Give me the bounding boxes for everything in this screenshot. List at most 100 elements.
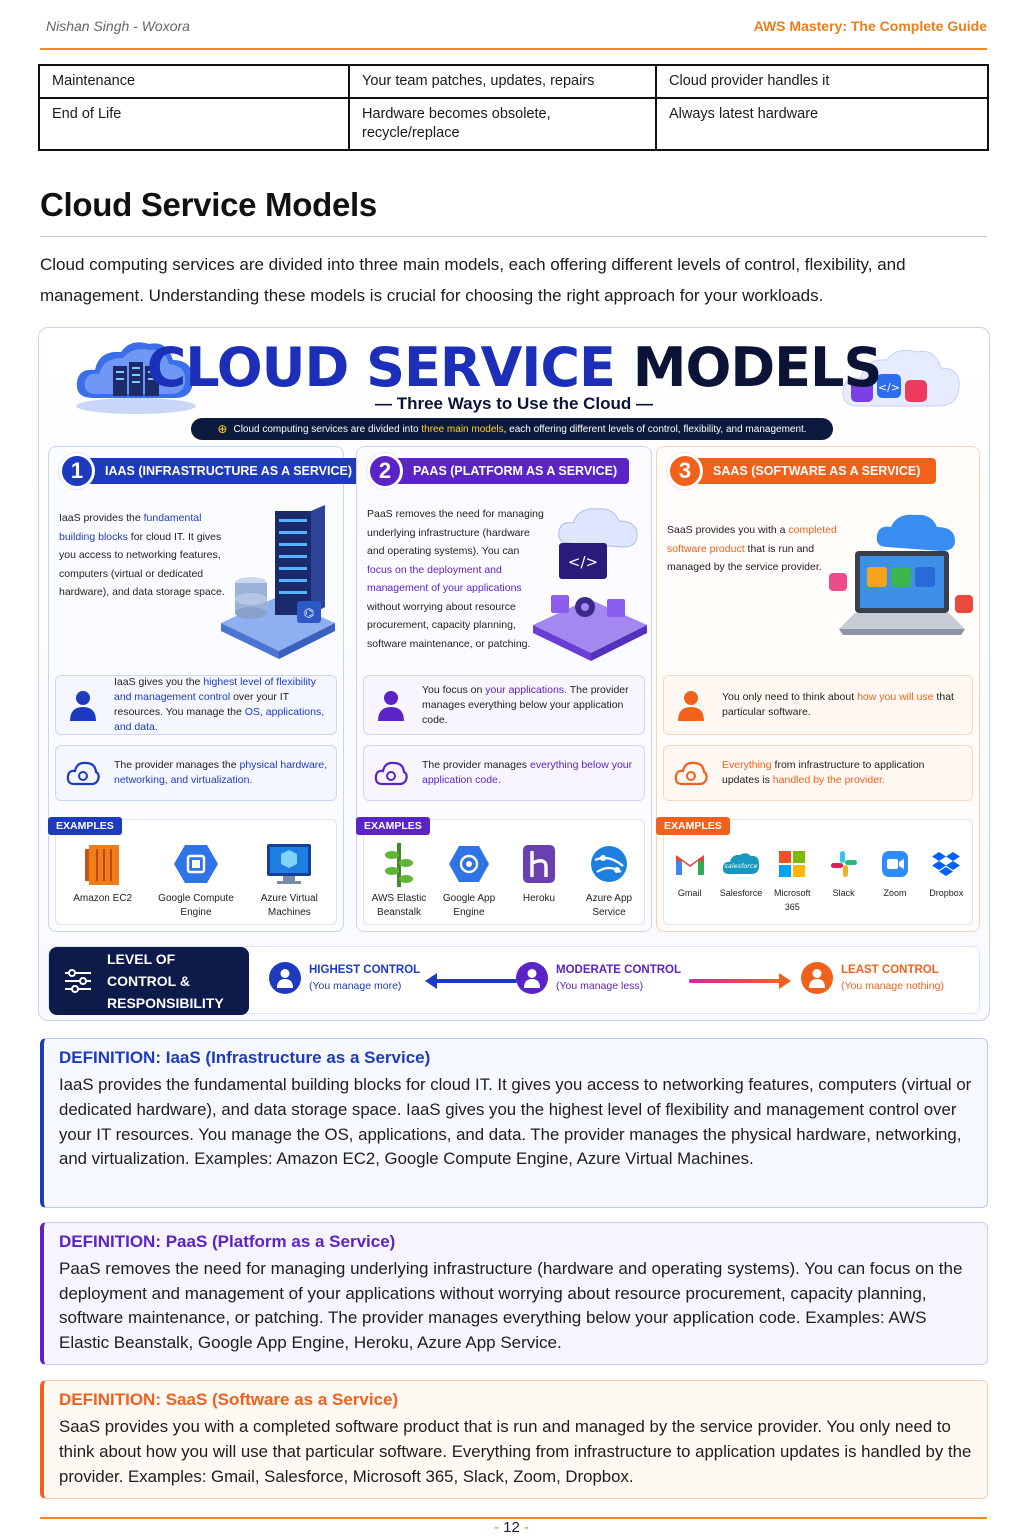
control-label: LEVEL OF CONTROL & RESPONSIBILITY [107, 951, 224, 1011]
saas-user-box: You only need to think about how you wil… [663, 675, 973, 735]
example-item: salesforce Salesforce [716, 846, 766, 914]
saas-column: 3 SAAS (SOFTWARE AS A SERVICE) SaaS prov… [656, 446, 980, 932]
table-row: Maintenance Your team patches, updates, … [38, 64, 989, 99]
table-cell: Cloud provider handles it [655, 64, 989, 99]
paas-column: 2 PAAS (PLATFORM AS A SERVICE) PaaS remo… [356, 446, 652, 932]
example-item: Heroku [508, 840, 570, 920]
example-item: Zoom [870, 846, 920, 914]
cloud-gear-icon [66, 756, 100, 790]
laptop-apps-icon [829, 514, 973, 635]
iaas-examples: Amazon EC2 Google Compute Engine Azure V… [55, 819, 337, 925]
cloud-gear-icon [674, 756, 708, 790]
cloud-apps-icon: </> [842, 349, 960, 407]
target-icon: ⊕ [217, 422, 228, 436]
page-header: Nishan Singh - Woxora AWS Mastery: The C… [40, 0, 987, 50]
iaas-user-box: IaaS gives you the highest level of flex… [55, 675, 337, 735]
book-title: AWS Mastery: The Complete Guide [753, 18, 987, 34]
microsoft-365-icon [778, 846, 806, 882]
least-control-node: LEAST CONTROL(You manage nothing) [801, 962, 944, 994]
server-rack-icon: ⌬ [221, 505, 335, 659]
example-item: AWS Elastic Beanstalk [368, 840, 430, 920]
example-item: Gmail [665, 846, 715, 914]
iaas-description: IaaS provides the fundamental building b… [59, 512, 225, 598]
iaas-provider-box: The provider manages the physical hardwa… [55, 745, 337, 801]
saas-examples: Gmail salesforce Salesforce Microsoft 36… [663, 819, 973, 925]
section-intro: Cloud computing services are divided int… [40, 255, 906, 305]
control-label-box: LEVEL OF CONTROL & RESPONSIBILITY [49, 947, 249, 1015]
definition-title: DEFINITION: PaaS (Platform as a Service) [59, 1232, 396, 1251]
moderate-control-node: MODERATE CONTROL(You manage less) [516, 962, 681, 994]
table-cell: Your team patches, updates, repairs [348, 64, 657, 99]
google-compute-icon [173, 840, 219, 888]
definition-text: SaaS provides you with a completed softw… [59, 1417, 972, 1486]
iaas-column: 1 IAAS (INFRASTRUCTURE AS A SERVICE) Iaa… [48, 446, 365, 932]
azure-vm-icon [265, 840, 313, 888]
table-row: End of Life Hardware becomes obsolete, r… [38, 97, 989, 151]
table-cell: Hardware becomes obsolete, recycle/repla… [348, 97, 657, 151]
step-number: 2 [367, 453, 403, 489]
author-name: Nishan Singh - Woxora [46, 18, 190, 34]
arrow-head-right [779, 973, 791, 989]
section-divider [40, 236, 987, 237]
arrow-left [433, 979, 517, 983]
aws-ec2-icon [83, 840, 123, 888]
control-scale: LEVEL OF CONTROL & RESPONSIBILITY HIGHES… [48, 946, 980, 1015]
footer-divider [40, 1517, 987, 1519]
user-icon [269, 962, 301, 994]
gmail-icon [674, 846, 706, 882]
iaas-heading: 1 IAAS (INFRASTRUCTURE AS A SERVICE) [59, 453, 365, 489]
table-cell: Always latest hardware [655, 97, 989, 151]
saas-heading: 3 SAAS (SOFTWARE AS A SERVICE) [667, 453, 937, 489]
definition-text: PaaS removes the need for managing under… [59, 1259, 963, 1352]
table-cell: End of Life [38, 97, 350, 151]
step-number: 3 [667, 453, 703, 489]
service-models-infographic: </> CLOUD SERVICE MODELS — Three Ways to… [38, 327, 990, 1021]
platform-code-icon: </> [533, 508, 647, 661]
arrow-right [689, 979, 781, 983]
cloud-server-icon [76, 342, 196, 414]
svg-text:salesforce: salesforce [724, 862, 757, 870]
section-title: Cloud Service Models [40, 186, 377, 223]
definition-title: DEFINITION: SaaS (Software as a Service) [59, 1390, 399, 1409]
example-item: Azure Virtual Machines [249, 840, 329, 920]
slack-icon [830, 846, 858, 882]
paas-heading: 2 PAAS (PLATFORM AS A SERVICE) [367, 453, 630, 489]
heroku-icon [521, 840, 557, 888]
user-icon [516, 962, 548, 994]
saas-description: SaaS provides you with a completed softw… [667, 524, 837, 573]
definition-paas: DEFINITION: PaaS (Platform as a Service)… [40, 1222, 988, 1365]
svg-text:</>: </> [568, 553, 598, 571]
examples-tag: EXAMPLES [48, 817, 122, 835]
example-item: Dropbox [921, 846, 971, 914]
example-item: Google Compute Engine [156, 840, 236, 920]
user-icon [674, 688, 708, 722]
example-item: Amazon EC2 [63, 840, 143, 920]
dropbox-icon [931, 846, 961, 882]
zoom-icon [881, 846, 909, 882]
column-title: IAAS (INFRASTRUCTURE AS A SERVICE) [87, 458, 365, 484]
paas-description: PaaS removes the need for managing under… [367, 508, 544, 650]
table-cell: Maintenance [38, 64, 350, 99]
step-number: 1 [59, 453, 95, 489]
infographic-ribbon: ⊕ Cloud computing services are divided i… [191, 418, 833, 440]
highest-control-node: HIGHEST CONTROL(You manage more) [269, 962, 420, 994]
azure-app-service-icon [589, 840, 629, 888]
user-icon [374, 688, 408, 722]
beanstalk-icon [384, 840, 414, 888]
definition-saas: DEFINITION: SaaS (Software as a Service)… [40, 1380, 988, 1499]
salesforce-icon: salesforce [721, 846, 761, 882]
page-number: - 12 - [493, 1519, 530, 1536]
paas-examples: AWS Elastic Beanstalk Google App Engine … [363, 819, 645, 925]
examples-tag: EXAMPLES [656, 817, 730, 835]
column-title: PAAS (PLATFORM AS A SERVICE) [395, 458, 630, 484]
infographic-subtitle: — Three Ways to Use the Cloud — [374, 394, 654, 413]
arrow-head-left [425, 973, 437, 989]
example-item: Google App Engine [438, 840, 500, 920]
user-icon [801, 962, 833, 994]
google-app-engine-icon [448, 840, 490, 888]
saas-provider-box: Everything from infrastructure to applic… [663, 745, 973, 801]
example-item: Microsoft 365 [767, 846, 817, 914]
column-title: SAAS (SOFTWARE AS A SERVICE) [695, 458, 937, 484]
definition-text: IaaS provides the fundamental building b… [59, 1075, 972, 1169]
paas-provider-box: The provider manages everything below yo… [363, 745, 645, 801]
